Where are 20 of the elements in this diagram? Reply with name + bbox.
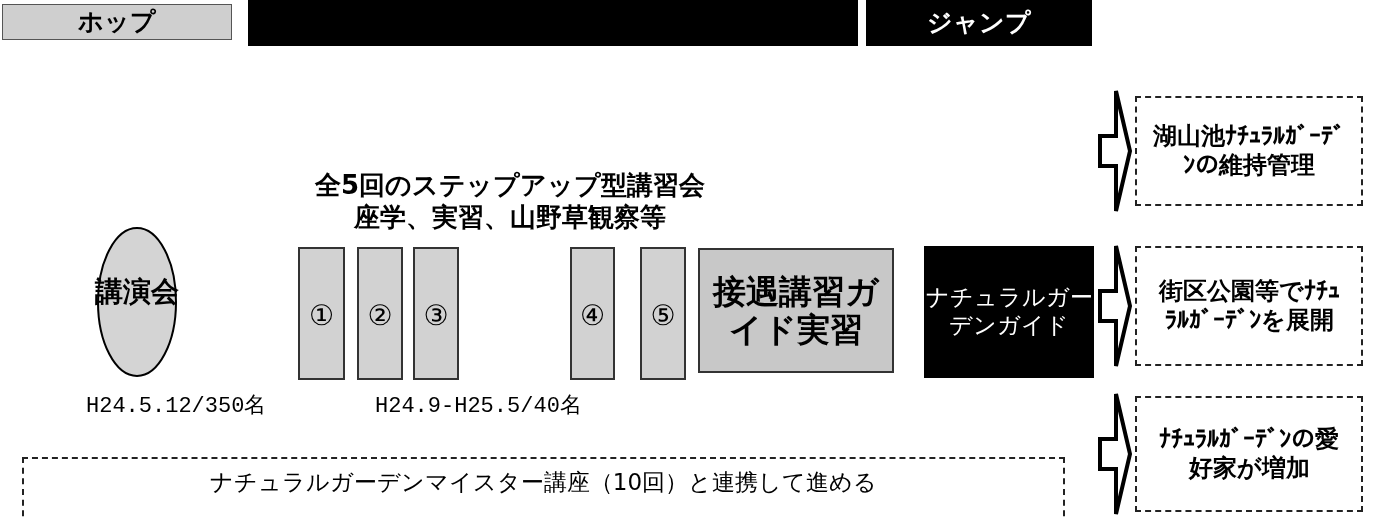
session-box: ② — [357, 247, 403, 380]
stage-band — [248, 0, 858, 46]
guide-box: ナチュラルガーデンガイド — [924, 246, 1094, 378]
date-caption: H24.5.12/350名 — [86, 393, 267, 420]
block-arrow — [1098, 392, 1133, 516]
goal-box: 湖山池ﾅﾁｭﾗﾙｶﾞｰﾃﾞﾝの維持管理 — [1135, 96, 1363, 206]
session-box: ④ — [570, 247, 615, 380]
heading-text: 全5回のステップアップ型講習会 — [315, 169, 706, 202]
date-caption: H24.9-H25.5/40名 — [375, 393, 582, 420]
stage-band: ジャンプ — [866, 0, 1092, 46]
session-box: ① — [298, 247, 345, 380]
block-arrow — [1098, 244, 1133, 368]
session-box: ⑤ — [640, 247, 686, 380]
goal-box: 街区公園等でﾅﾁｭﾗﾙｶﾞｰﾃﾞﾝを展開 — [1135, 246, 1363, 366]
training-box: 接遇講習ガイド実習 — [698, 248, 894, 373]
session-box: ③ — [413, 247, 459, 380]
goal-box: ﾅﾁｭﾗﾙｶﾞｰﾃﾞﾝの愛好家が増加 — [1135, 396, 1363, 512]
stage-band: ホップ — [2, 4, 232, 40]
block-arrow — [1098, 89, 1133, 213]
heading-text: 座学、実習、山野草観察等 — [354, 201, 666, 234]
